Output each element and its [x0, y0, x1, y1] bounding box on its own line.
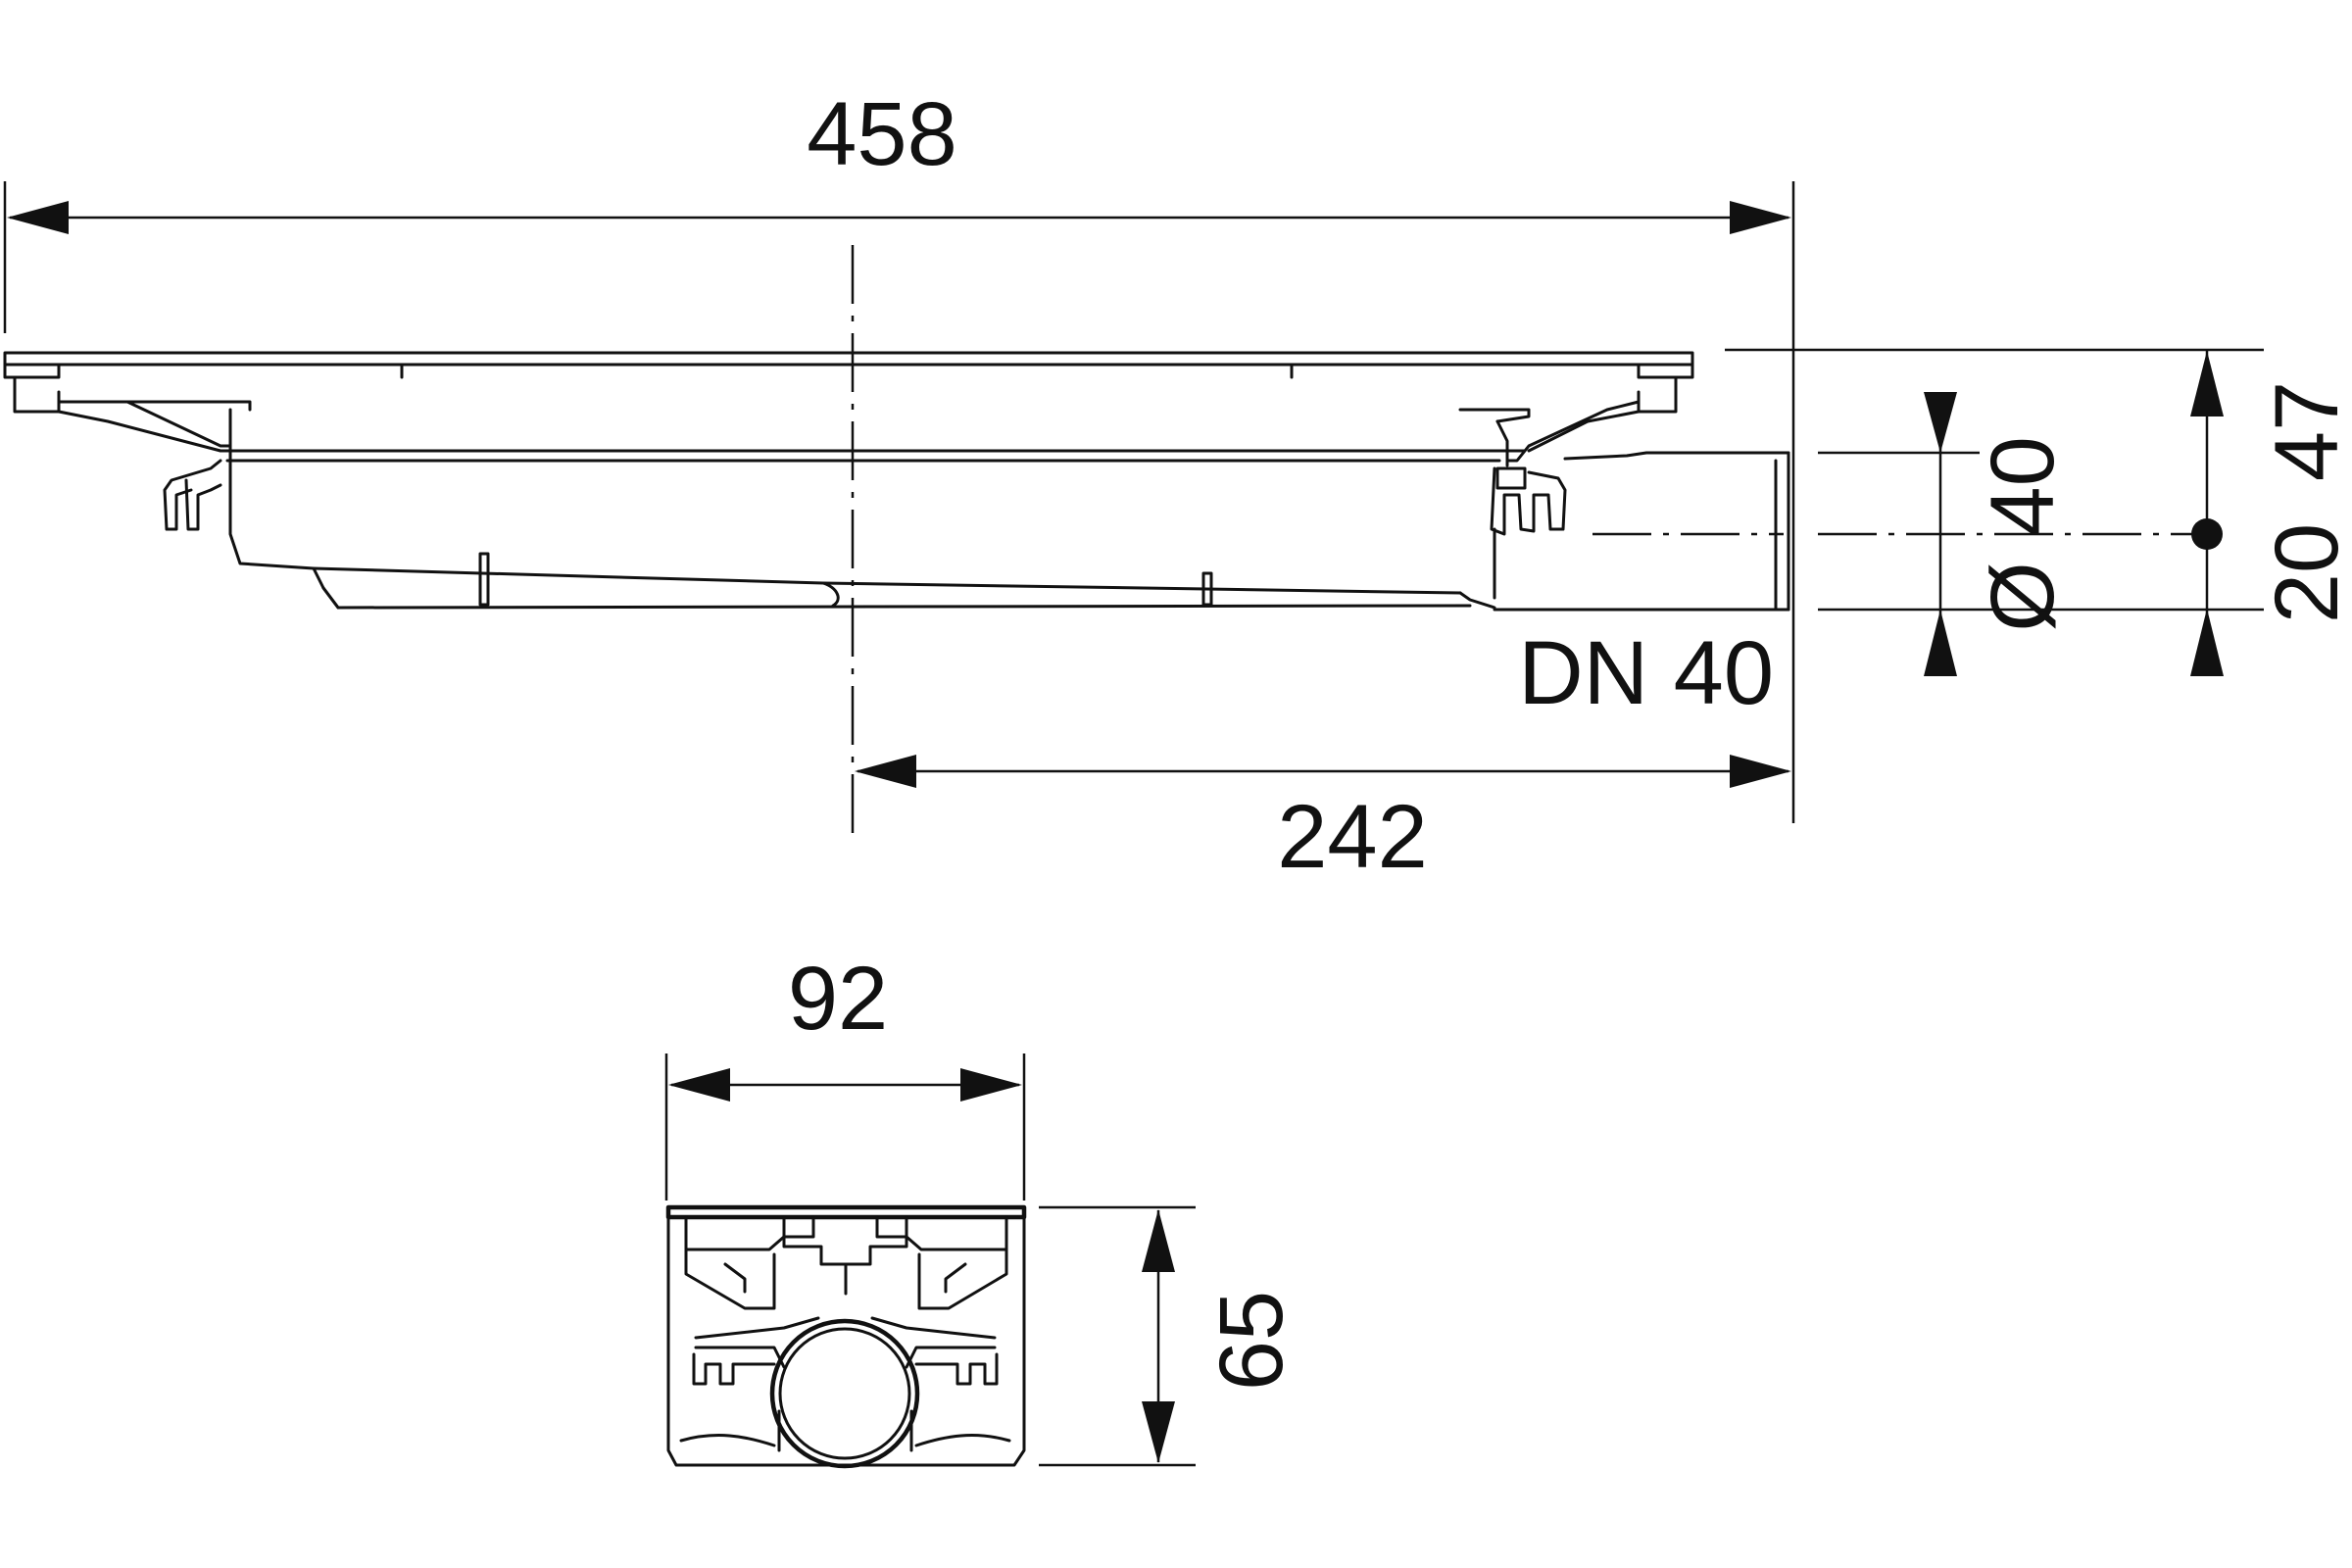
dim-overall-length: 458	[3, 84, 1795, 823]
channel-body	[219, 449, 1526, 610]
dim-total-height-label: 47	[2257, 381, 2352, 481]
side-view: 458	[3, 84, 2352, 887]
dim-overall-length-label: 458	[807, 84, 957, 184]
dim-channel-height: 65	[1039, 1205, 1301, 1467]
dim-channel-width-label: 92	[788, 949, 888, 1049]
dim-outlet-offset-label: 242	[1277, 787, 1428, 887]
dim-outlet-offset: 242	[855, 755, 1791, 887]
outlet-nominal-label: DN 40	[1518, 623, 1774, 723]
dim-channel-width: 92	[664, 949, 1026, 1200]
dim-channel-height-label: 65	[1201, 1291, 1301, 1391]
right-bracket	[1458, 375, 1678, 536]
dim-outlet-height-label: 20	[2257, 523, 2352, 623]
top-plate	[3, 351, 1694, 379]
cross-section-view: 92	[664, 949, 1301, 1469]
section-body	[665, 1204, 1027, 1469]
left-bracket	[13, 375, 252, 531]
dim-heights: 47 20	[1725, 348, 2352, 676]
outlet-pipe	[1493, 451, 1790, 612]
